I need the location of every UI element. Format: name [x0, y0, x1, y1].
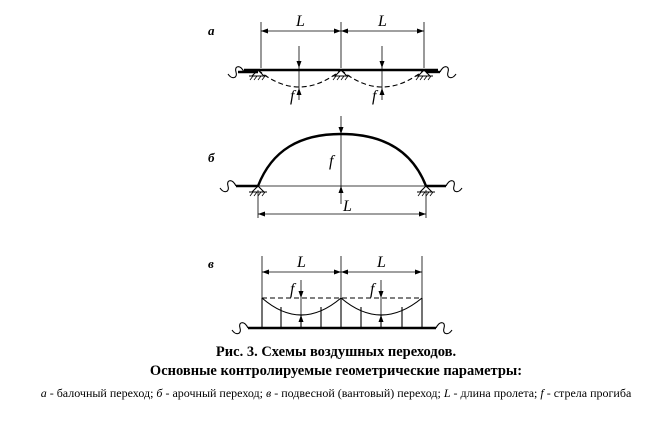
- cable-v-left: [261, 297, 342, 316]
- panel-v-suspension-crossing: в L L f: [208, 254, 453, 335]
- panel-b-arch-crossing: б f L: [208, 116, 463, 218]
- deflection-curve-a-right: [340, 69, 425, 88]
- pipe-break-right-a: [439, 66, 457, 79]
- span-label-v-left: L: [296, 254, 306, 271]
- arch-pipe-b: [256, 132, 428, 187]
- legend-text-f: - стрела прогиба: [543, 386, 632, 400]
- panel-a-label: а: [208, 23, 215, 38]
- legend-text-v: - подвесной (вантовый) переход;: [271, 386, 444, 400]
- air-crossing-diagrams: а L L f f: [208, 13, 463, 335]
- caption-legend: а - балочный переход; б - арочный перехо…: [0, 383, 672, 403]
- deflection-label-a-left: f: [290, 88, 297, 105]
- deflection-label-a-right: f: [372, 88, 379, 105]
- span-label-b: L: [342, 198, 352, 215]
- legend-sym-v: в: [265, 386, 272, 400]
- deflection-label-v-left: f: [290, 281, 297, 298]
- pipe-break-right-b: [445, 180, 463, 193]
- legend-sym-L: L: [443, 386, 451, 400]
- caption-title-line2: Основные контролируемые геометрические п…: [149, 363, 523, 379]
- deflection-curve-a-left: [257, 69, 342, 88]
- cable-v-right: [340, 297, 423, 316]
- deflection-label-b: f: [329, 153, 336, 170]
- figure-caption: Рис. 3. Схемы воздушных переходов. Основ…: [0, 343, 672, 403]
- legend-text-b: - арочный переход;: [162, 386, 266, 400]
- panel-b-label: б: [208, 150, 215, 165]
- pipe-break-left-v: [231, 322, 249, 335]
- deflection-label-v-right: f: [370, 281, 377, 298]
- span-label-v-right: L: [376, 254, 386, 271]
- legend-text-L: - длина пролета;: [450, 386, 541, 400]
- legend-sym-b: б: [156, 386, 163, 400]
- pipe-break-left-b: [219, 180, 237, 193]
- span-label-a-left: L: [295, 13, 305, 30]
- caption-title-line1: Рис. 3. Схемы воздушных переходов.: [215, 344, 457, 360]
- pipe-break-right-v: [435, 322, 453, 335]
- legend-text-a: - балочный переход;: [46, 386, 157, 400]
- span-label-a-right: L: [377, 13, 387, 30]
- legend-sym-f: f: [540, 386, 544, 400]
- panel-v-label: в: [208, 256, 214, 271]
- pipe-break-left-a: [227, 66, 245, 79]
- panel-a-beam-crossing: а L L f f: [208, 13, 457, 105]
- legend-sym-a: а: [40, 386, 47, 400]
